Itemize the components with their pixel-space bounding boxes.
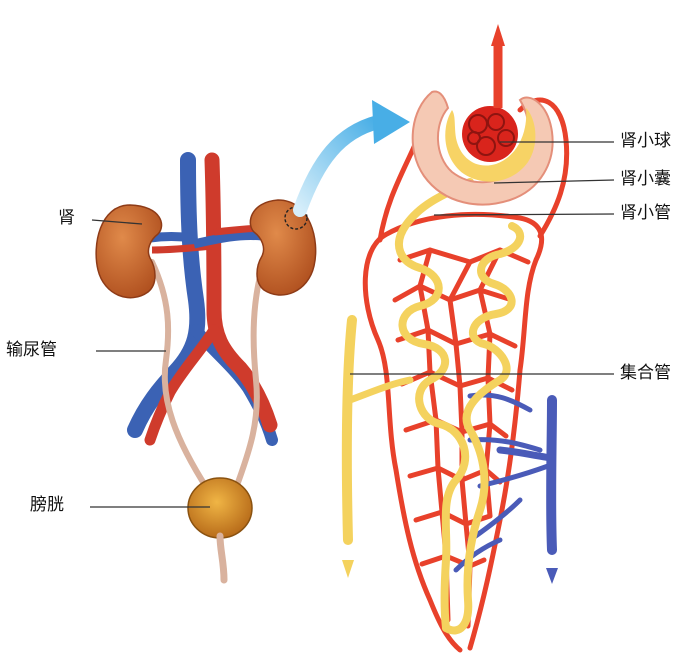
renal-vein-left xyxy=(150,237,192,239)
venule-flow-arrow xyxy=(546,568,558,584)
urethra xyxy=(220,536,224,580)
label-bladder: 膀胱 xyxy=(30,497,64,514)
renal-vein-right xyxy=(194,235,262,244)
label-collecting-duct: 集合管 xyxy=(620,365,671,382)
label-glomerulus: 肾小球 xyxy=(620,133,671,150)
collecting-duct-branch xyxy=(350,380,410,400)
label-capsule: 肾小囊 xyxy=(620,171,671,188)
kidney-right xyxy=(250,200,315,295)
renal-venule-branch xyxy=(500,450,552,458)
collecting-duct xyxy=(347,320,352,540)
label-kidney: 肾 xyxy=(58,210,75,227)
kidney-left xyxy=(96,205,161,298)
label-ureter: 输尿管 xyxy=(6,342,57,359)
bladder xyxy=(188,478,252,538)
duct-flow-arrow xyxy=(342,560,354,578)
label-tubule: 肾小管 xyxy=(620,205,671,222)
glomerulus xyxy=(462,106,518,162)
renal-venule xyxy=(551,400,552,550)
arteriole-flow-arrow xyxy=(491,24,505,46)
renal-artery-left xyxy=(152,246,212,250)
